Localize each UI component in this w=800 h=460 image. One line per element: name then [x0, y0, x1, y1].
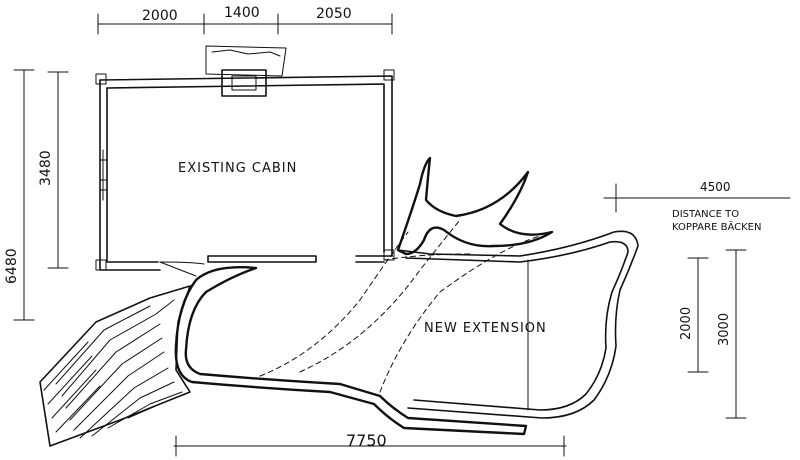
- new-extension-outline: [174, 156, 639, 436]
- distance-dimension-line: [603, 183, 791, 213]
- chimney: [205, 45, 287, 97]
- existing-cabin-label: EXISTING CABIN: [178, 161, 297, 176]
- dimension-right-outer: 3000: [717, 313, 732, 346]
- bottom-dimension-line: [173, 435, 567, 457]
- dimension-left-inner: 3480: [38, 150, 54, 186]
- distance-label-line1: DISTANCE TO: [672, 209, 739, 220]
- dimension-right-inner: 2000: [679, 307, 694, 340]
- right-dimension-lines: [687, 249, 747, 419]
- dimension-top-left: 2000: [142, 8, 178, 24]
- rock-topography: [39, 285, 191, 447]
- dimension-top-right: 2050: [316, 6, 352, 22]
- existing-cabin-walls: [95, 69, 395, 271]
- dimension-top-middle: 1400: [224, 5, 260, 21]
- top-dimension-line: [97, 13, 393, 35]
- distance-label-line2: KOPPARE BÄCKEN: [672, 220, 761, 233]
- dimension-bottom: 7750: [346, 431, 387, 450]
- new-extension-label: NEW EXTENSION: [424, 321, 547, 336]
- door-swing: [159, 261, 205, 277]
- distance-value: 4500: [700, 180, 731, 194]
- dimension-left-outer: 6480: [4, 248, 20, 284]
- left-dimension-lines: [13, 69, 69, 321]
